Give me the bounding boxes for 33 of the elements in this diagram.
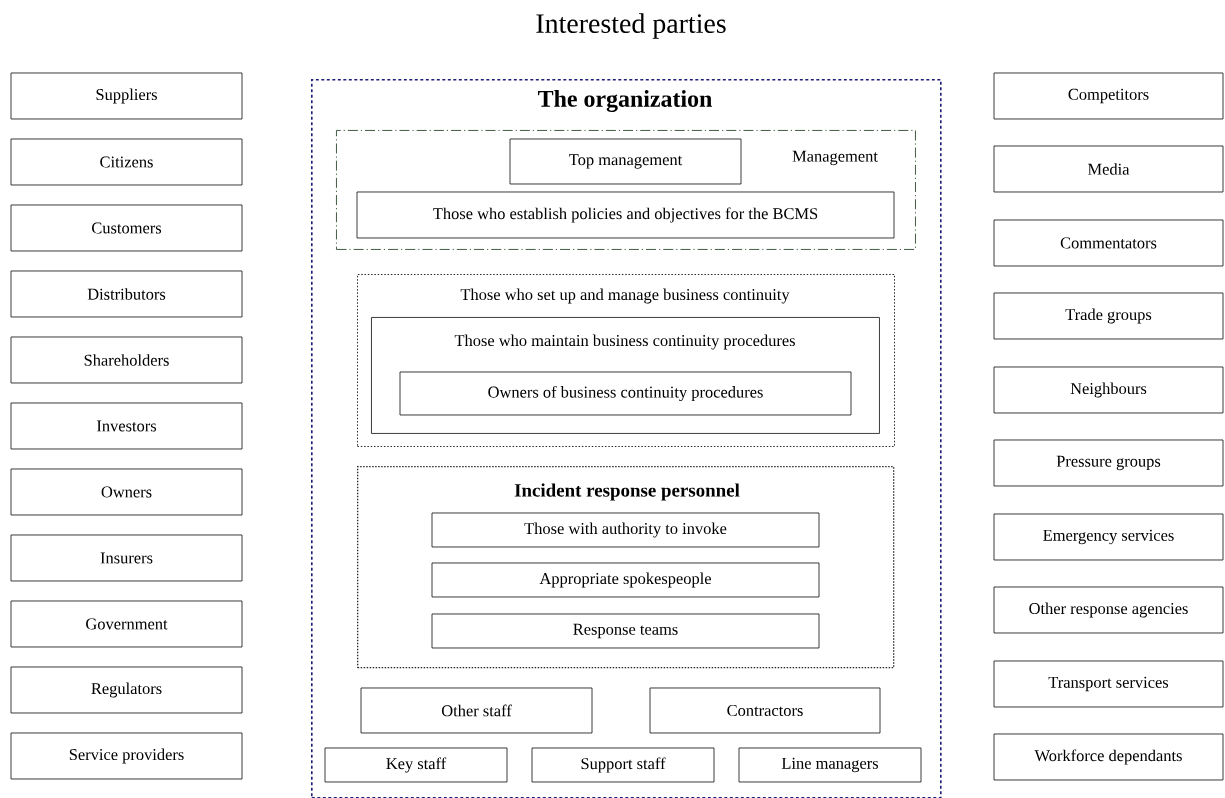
text-box: Line managers [738,747,922,783]
text-box: Distributors [10,270,243,318]
text-box: Regulators [10,666,243,714]
text-box: Top management [509,138,742,185]
text-box: Insurers [10,534,243,582]
text-box: Emergency services [993,513,1224,561]
text-box: Shareholders [10,336,243,384]
text-box: Support staff [531,747,715,783]
text-box: Appropriate spokespeople [431,562,820,598]
text-box: Government [10,600,243,648]
text-box: Other response agencies [993,586,1224,634]
text-box: Owners [10,468,243,516]
text-box: Contractors [649,687,881,734]
text-box: Those with authority to invoke [431,512,820,548]
text-box: Media [993,145,1224,193]
text-box: Customers [10,204,243,252]
text-box: Investors [10,402,243,450]
text-box: Transport services [993,660,1224,708]
text-box: Owners of business continuity procedures [399,371,852,416]
text-box: Workforce dependants [993,733,1224,781]
text-box: Suppliers [10,72,243,120]
text-box: Competitors [993,72,1224,120]
text-box: Service providers [10,732,243,780]
text-box: Those who establish policies and objectives for the BCMS [356,191,895,239]
title: Interested parties [536,13,726,39]
text-box: Trade groups [993,292,1224,340]
text-box: Response teams [431,613,820,649]
text-box: Pressure groups [993,439,1224,487]
text-box: Other staff [360,687,593,734]
text-box: Key staff [324,747,508,783]
text-box: Commentators [993,219,1224,267]
text-box: Neighbours [993,366,1224,414]
text-box: Citizens [10,138,243,186]
